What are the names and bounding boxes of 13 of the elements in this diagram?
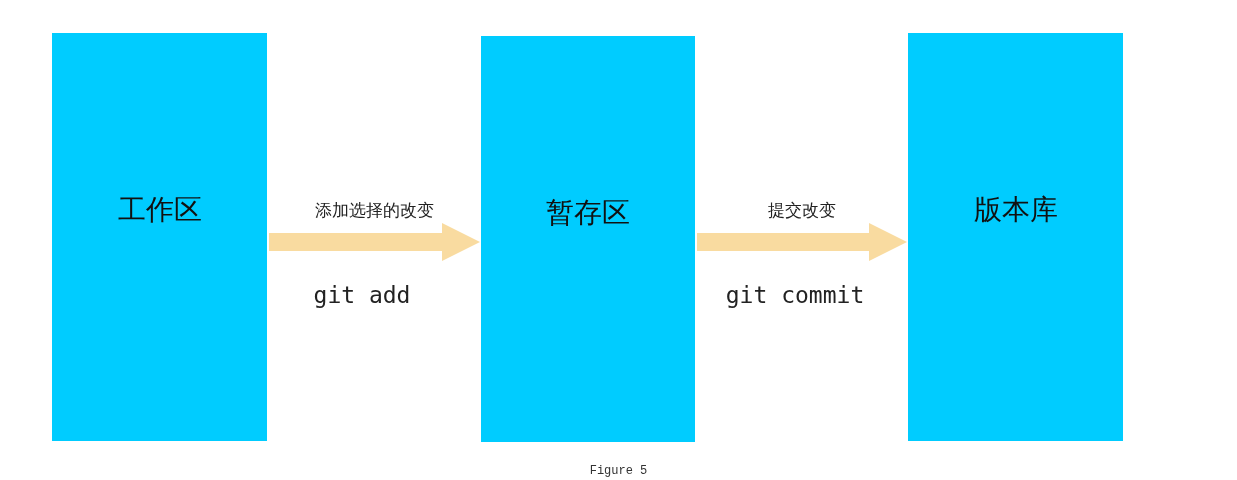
edge-label: 提交改变 <box>768 199 836 222</box>
command-label: git commit <box>725 282 865 308</box>
area-title: 暂存区 <box>546 195 630 231</box>
area-box <box>908 33 1123 441</box>
arrow <box>697 223 907 261</box>
area-box <box>481 36 695 442</box>
area-box <box>52 33 267 441</box>
edge-label: 添加选择的改变 <box>315 199 434 222</box>
area-title: 工作区 <box>117 192 202 228</box>
figure-caption: Figure 5 <box>589 464 648 478</box>
command-label: git add <box>313 282 411 308</box>
arrow <box>269 223 480 261</box>
area-title: 版本库 <box>973 192 1058 228</box>
